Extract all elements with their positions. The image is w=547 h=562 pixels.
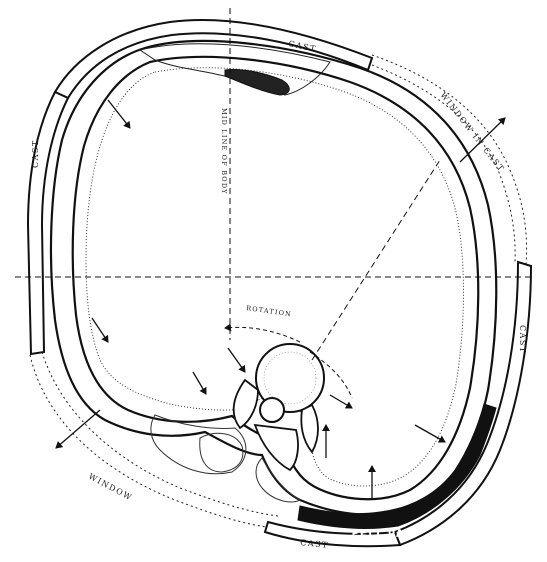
label-mid-line: MID LINE OF BODY — [220, 108, 228, 195]
rotation-arc — [225, 327, 300, 342]
label-rotation: ROTATION — [246, 304, 293, 318]
left-transverse-process — [234, 380, 258, 428]
arrow-bottom-left — [193, 372, 206, 394]
arrow-bottom-mid — [228, 348, 245, 372]
arrow-window-left — [56, 410, 100, 448]
rotation-axis — [312, 160, 440, 360]
arrow-spine-right — [330, 395, 352, 408]
cast-left — [28, 92, 68, 354]
label-cast-right: CAST — [518, 325, 527, 354]
spinous-process — [255, 425, 298, 470]
back-muscle-mid — [200, 433, 243, 472]
right-transverse-process — [301, 405, 318, 452]
label-cast-bottom: CAST — [300, 538, 330, 550]
window-outline-lower-left-inner — [42, 352, 278, 516]
arrow-upper-left — [108, 100, 130, 128]
back-muscle-left — [151, 415, 246, 474]
window-outline-lower-left — [30, 355, 275, 528]
label-window-bottom: WINDOW — [87, 472, 134, 503]
label-cast-left: CAST — [31, 139, 40, 168]
arrow-left-lower — [92, 318, 108, 342]
cast-top — [55, 20, 372, 98]
spinal-canal — [260, 398, 284, 422]
rib-top-fill — [225, 69, 289, 95]
window-outline-right — [372, 55, 527, 265]
